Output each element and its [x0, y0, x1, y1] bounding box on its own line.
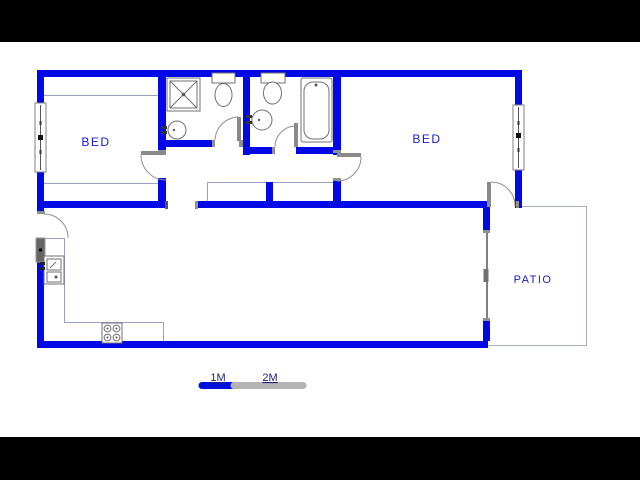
wall-mid-right — [198, 201, 490, 208]
stove-icon — [101, 322, 123, 344]
bath2-door-leaf — [294, 123, 298, 147]
scale-label-1m: 1M — [210, 372, 225, 384]
wall-left-c — [37, 261, 44, 348]
patio-door-swing — [490, 181, 516, 207]
wall-mid-left — [44, 201, 168, 208]
windows — [34, 102, 525, 173]
wall-bed2-door-stub — [333, 180, 341, 201]
wall-bath1-bottom — [158, 140, 215, 147]
bed1-door-leaf — [141, 151, 166, 155]
letterbox-top — [0, 0, 640, 42]
sliding-door-panel — [483, 269, 489, 282]
hall-cupboard-line — [207, 182, 333, 201]
wall-patio-side-lower — [483, 320, 490, 341]
fixtures — [40, 72, 333, 344]
bathtub-icon — [300, 77, 333, 143]
shower-icon — [166, 77, 201, 112]
window-left — [34, 102, 47, 173]
basin1-icon — [161, 120, 187, 140]
bath1-door-leaf — [237, 117, 241, 141]
wall-left-a — [37, 77, 44, 103]
wall-bottom — [37, 341, 488, 348]
wall-bed1-door-stub — [158, 178, 166, 201]
bed2-door-leaf — [337, 153, 361, 157]
bed2-label: BED — [412, 132, 441, 146]
scale-label-2m: 2M — [262, 372, 277, 384]
bed1-label: BED — [81, 135, 110, 149]
bath1-door-swing — [214, 116, 240, 141]
kitchen-sink-icon — [40, 255, 65, 285]
patio-label: PATIO — [514, 274, 553, 286]
wall-patio-side-upper — [483, 208, 490, 232]
wall-cupboard-stub — [266, 182, 273, 201]
scale-bar: 1M 2M — [198, 372, 307, 389]
patio-outline — [486, 206, 587, 346]
window-right — [512, 104, 525, 171]
wall-left-b — [37, 172, 44, 214]
bed2-door-swing — [336, 156, 362, 182]
wall-bed1-bath — [158, 77, 166, 150]
door-jambs — [37, 140, 519, 321]
walls — [37, 70, 522, 348]
kitchen-counter-line — [45, 238, 164, 341]
wall-right-a — [515, 77, 522, 105]
basin2-icon — [246, 109, 273, 131]
wall-bath2-bottom-left — [250, 147, 272, 154]
patio-door-leaf — [487, 182, 491, 207]
wall-bath2-bottom-right — [296, 147, 333, 154]
toilet1-icon — [211, 72, 236, 107]
wall-bath2-bed2 — [333, 77, 341, 155]
thin-outlines — [44, 95, 333, 341]
room-labels: BED BED PATIO — [81, 132, 553, 286]
bath2-door-swing — [274, 125, 297, 148]
bed1-door-swing — [140, 154, 167, 181]
front-door-swing — [43, 213, 69, 239]
doors — [35, 116, 516, 318]
wall-right-b — [515, 170, 522, 208]
letterbox-bottom — [0, 437, 640, 480]
toilet2-icon — [260, 72, 286, 105]
